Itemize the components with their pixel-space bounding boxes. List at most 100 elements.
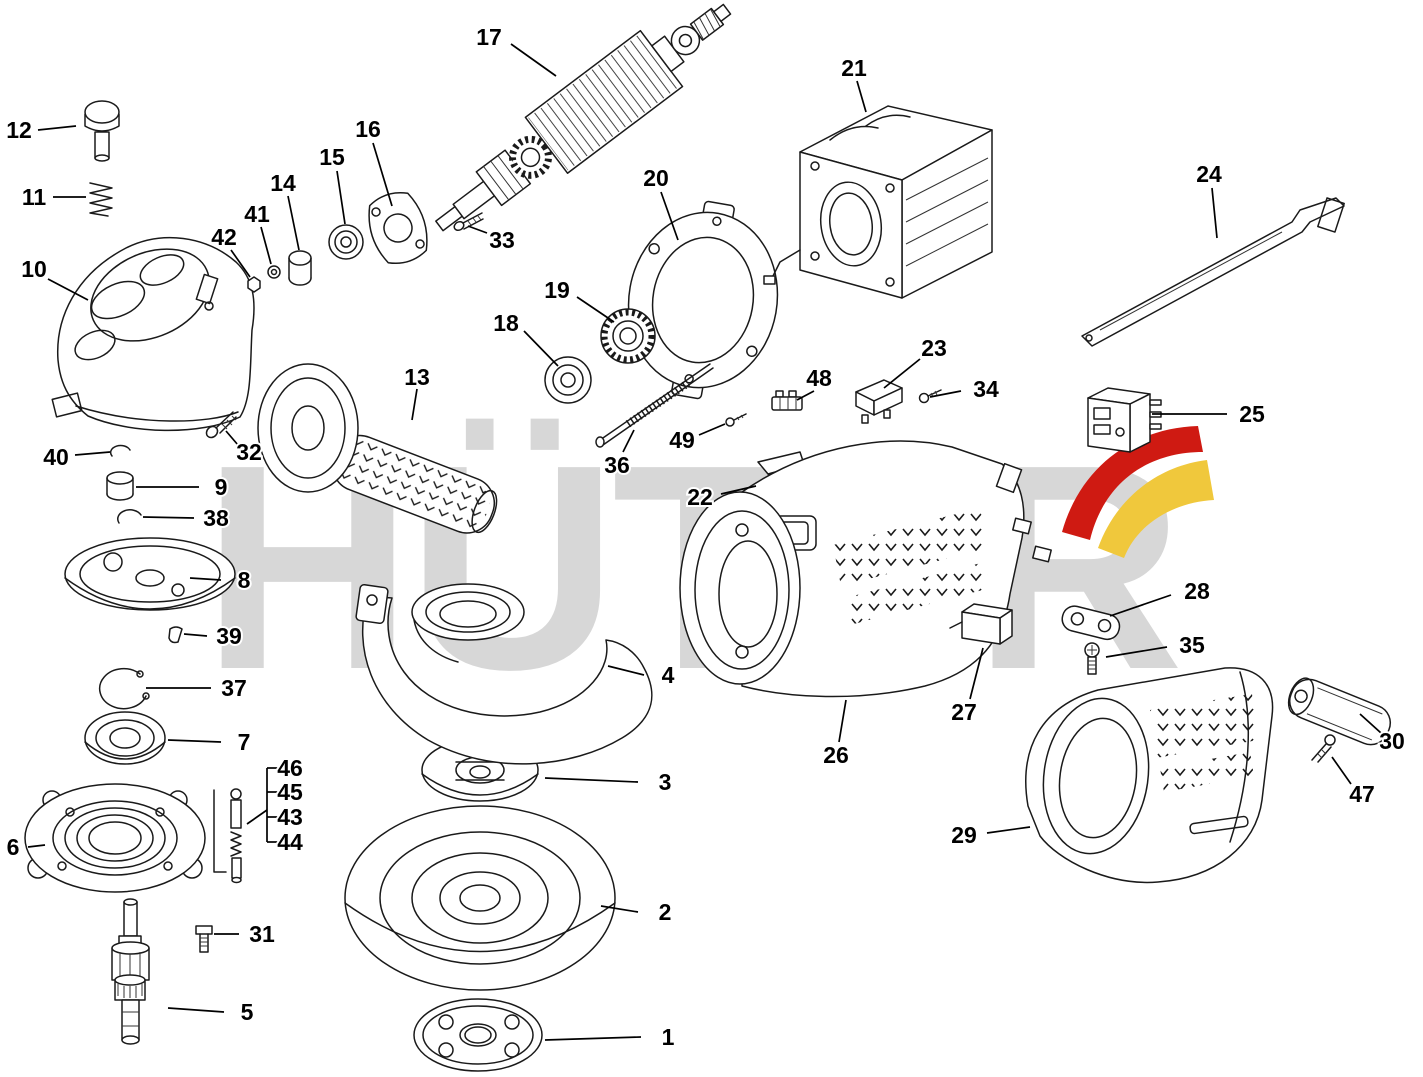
part-14-spacer [288,250,312,286]
leader-line-28 [1109,594,1172,617]
leader-line-24 [1211,187,1218,239]
part-34-screw [918,389,942,404]
leader-line-7 [167,739,222,743]
part-9-spacer [106,471,134,501]
part-12-button [84,100,120,162]
part-number-47: 47 [1349,781,1375,807]
leader-line-22 [720,485,757,495]
part-39-key [168,626,183,644]
leader-line-36 [622,429,635,453]
part-47-screw [1311,734,1336,763]
leader-line-47 [1331,756,1352,785]
leader-line-14 [287,195,300,251]
part-number-36: 36 [604,452,630,478]
part-number-37: 37 [221,675,247,701]
part-number-42: 42 [211,224,237,250]
part-number-3: 3 [659,769,672,795]
part-49-screw [725,413,747,427]
part-5-spindle [111,898,150,1045]
part-number-27: 27 [951,699,977,725]
leader-line-33 [467,225,488,234]
part-18-bearing [544,356,592,404]
part-7-bearing [84,711,166,765]
leader-line-2 [600,905,639,913]
part-number-34: 34 [973,376,999,402]
part-40-circlip [109,444,131,457]
part-31-screw [195,925,213,953]
part-41-washer [267,265,281,279]
part-number-32: 32 [236,439,262,465]
part-number-33: 33 [489,227,515,253]
part-4-wheel-guard [355,583,653,765]
part-23-switch [855,379,903,424]
leader-line-3 [544,777,639,783]
part-number-6: 6 [7,834,20,860]
leader-line-23 [883,358,921,389]
part-number-14: 14 [270,170,296,196]
part-number-13: 13 [404,364,430,390]
part-number-39: 39 [216,623,242,649]
part-number-21: 21 [841,55,867,81]
leader-line-19 [576,296,615,323]
part-16-gasket-plate [368,192,428,264]
part-26-motor-housing [679,440,1052,698]
logo-swoosh-yellow [1098,460,1214,558]
leader-line-32 [225,430,239,446]
part-number-28: 28 [1184,578,1210,604]
leader-line-49 [698,423,726,436]
part-20-gasket [627,200,779,400]
part-37-circlip [98,667,150,710]
leader-line-4 [607,665,645,676]
part-21-stator [763,105,993,299]
part-number-38: 38 [203,505,229,531]
callout-layer: 1234567891011121314151617181920212223242… [4,22,1407,1052]
leader-line-6 [27,844,46,848]
leader-line-18 [523,330,559,367]
leader-line-27 [969,647,984,700]
part-number-49: 49 [669,427,695,453]
part-10-gear-housing [51,236,255,432]
leader-line-48 [796,390,815,401]
part-number-17: 17 [476,24,502,50]
leader-line-8 [189,577,222,581]
part-11-spring [89,182,113,217]
part-38-circlip [117,509,142,524]
leader-line-42 [230,249,251,278]
part-number-43: 43 [277,804,303,830]
leader-line-16 [372,142,393,207]
leader-line-35 [1105,646,1168,658]
part-number-19: 19 [544,277,570,303]
leader-line-1 [544,1036,642,1041]
part-28-link-plate [1061,605,1121,641]
part-30-handle-grip [1287,677,1392,746]
part-number-44: 44 [277,829,303,855]
part-number-7: 7 [238,729,251,755]
logo-swoosh-red [1062,426,1203,540]
leader-line-20 [660,191,679,241]
leader-line-34 [929,390,962,398]
leader-line-5 [167,1007,225,1013]
part-number-41: 41 [244,201,270,227]
part-17-armature [435,3,732,232]
part-number-8: 8 [238,567,251,593]
part-42-nut [247,276,261,293]
part-number-18: 18 [493,310,519,336]
part-number-48: 48 [806,365,832,391]
part-15-bearing [328,224,364,260]
part-number-29: 29 [951,822,977,848]
part-33-screw [453,212,484,232]
part-number-12: 12 [6,117,32,143]
part-number-45: 45 [277,779,303,805]
part-number-22: 22 [687,484,713,510]
leader-line-41 [260,226,272,265]
leader-line-10 [47,278,89,301]
part-number-4: 4 [662,662,675,688]
part-6-bearing-flange [24,783,206,893]
part-number-2: 2 [659,899,672,925]
leader-line-39 [183,633,208,637]
part-number-24: 24 [1196,161,1222,187]
part-number-1: 1 [662,1024,675,1050]
part-number-46: 46 [277,755,303,781]
leader-line-13 [411,388,418,421]
